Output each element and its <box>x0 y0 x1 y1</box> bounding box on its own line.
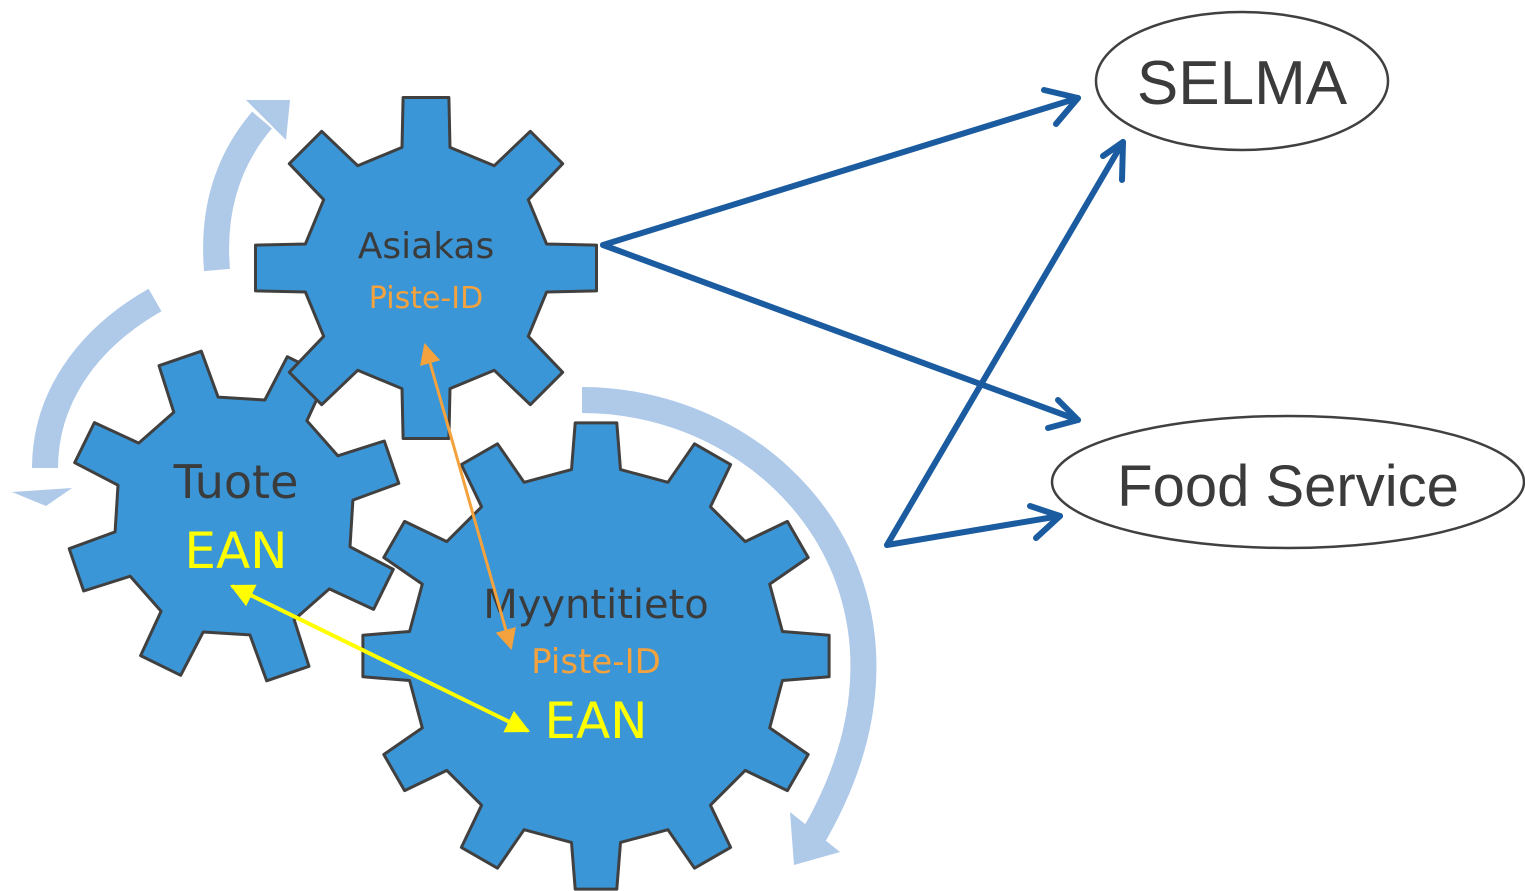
gear-product <box>67 349 401 683</box>
cycle-arrow-right <box>581 387 877 849</box>
selma-label: SELMA <box>1137 49 1348 118</box>
product-gear-key: EAN <box>184 522 287 580</box>
sales-to-food-service-arrow <box>884 513 1063 548</box>
flow-arrows <box>600 87 1126 548</box>
sales-to-selma-arrow <box>884 139 1126 548</box>
customer-to-selma-arrowhead <box>1041 87 1081 127</box>
selma-node <box>1094 10 1390 152</box>
customer-gear-title: Asiakas <box>358 226 494 267</box>
food-service-node <box>1050 414 1525 550</box>
ean-link-arrow <box>229 584 531 733</box>
sales-gear-key-piste-id: Piste-ID <box>531 642 661 682</box>
cycle-arrows <box>32 111 877 849</box>
cycle-arrow-left <box>32 288 162 469</box>
customer-to-food-service-arrowhead <box>1045 397 1081 431</box>
customer-to-selma-arrow <box>600 95 1081 248</box>
gear-customer <box>254 96 598 440</box>
sales-to-food-service-arrowhead <box>1027 503 1063 541</box>
cycle-arrowhead-top <box>246 100 290 140</box>
product-gear-title: Tuote <box>173 455 299 509</box>
sales-gear-title: Myyntitieto <box>483 582 709 628</box>
customer-gear-key: Piste-ID <box>369 281 483 316</box>
sales-to-selma-arrowhead <box>1100 139 1126 183</box>
customer-to-food-service-arrow <box>600 242 1081 423</box>
food-service-label: Food Service <box>1117 454 1459 519</box>
cycle-arrow-top <box>203 111 273 272</box>
cycle-arrowhead-right <box>790 812 840 865</box>
sales-gear-key-ean: EAN <box>544 692 647 750</box>
cycle-arrowhead-left <box>12 488 72 506</box>
